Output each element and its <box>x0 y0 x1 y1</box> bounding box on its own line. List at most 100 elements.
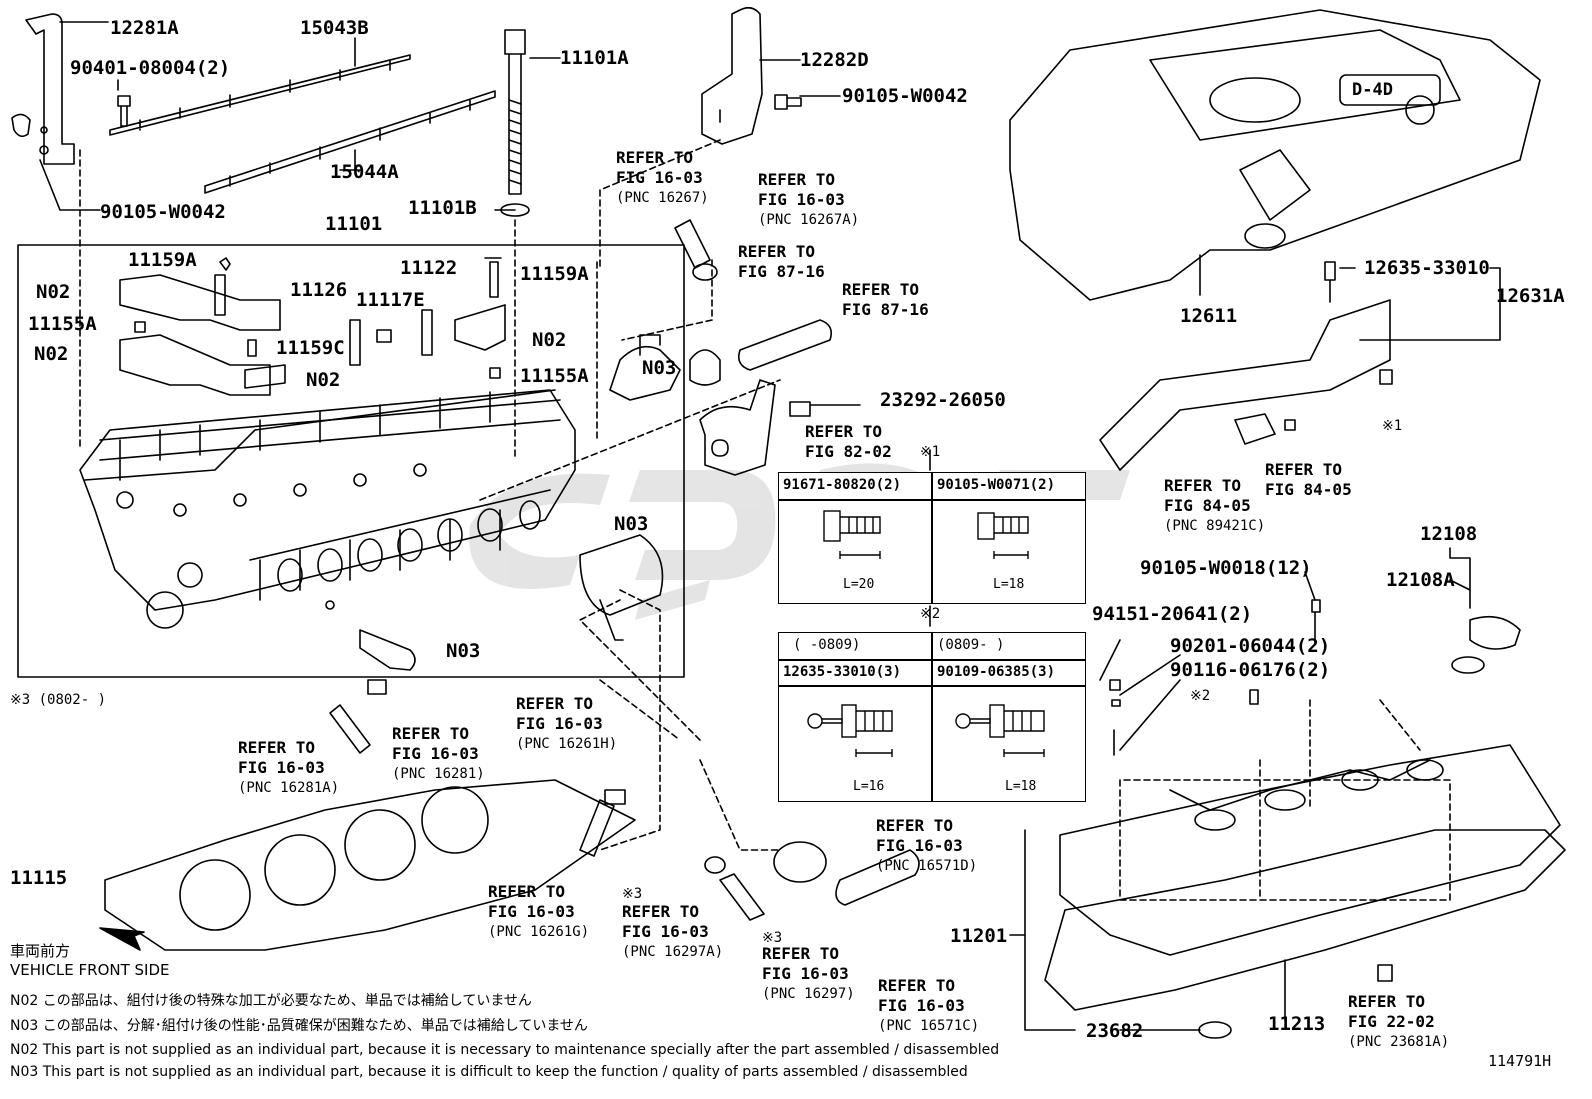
valve-cover-11201 <box>1059 744 1561 956</box>
label-15043B: 15043B <box>300 17 369 39</box>
label-90105-W0042-b: 90105-W0042 <box>100 201 226 223</box>
label-90105-W0042-a: 90105-W0042 <box>842 85 968 107</box>
harness-15043b <box>109 54 411 136</box>
bolt-icon-90105 <box>977 512 1029 559</box>
table2-date-1: ( -0809) <box>793 637 861 653</box>
table1-header-1: 91671-80820(2) <box>783 477 902 493</box>
label-23292-26050: 23292-26050 <box>880 389 1006 411</box>
label-90201-06044: 90201-06044(2) <box>1170 635 1331 657</box>
head-gasket <box>104 779 636 951</box>
fitting-n03-small <box>359 629 416 671</box>
label-11122: 11122 <box>400 257 458 279</box>
valve-cover-gasket <box>1044 829 1566 1011</box>
label-11101A: 11101A <box>560 47 629 69</box>
cover-logo-text: D-4D <box>1352 80 1393 100</box>
label-11201: 11201 <box>950 925 1008 947</box>
bracket-12281a <box>11 13 75 165</box>
note-n03-en: N03 This part is not supplied as an indi… <box>10 1064 968 1080</box>
label-11213: 11213 <box>1268 1013 1326 1035</box>
label-11101B: 11101B <box>408 197 477 219</box>
note-n02-jp: N02 この部品は、組付け後の特殊な加工が必要なため、単品では補給していません <box>10 993 532 1009</box>
cylinder-head-box <box>17 244 685 678</box>
mark-x3-a: ※3 <box>622 886 643 902</box>
label-11159C: 11159C <box>276 337 345 359</box>
table1-header-2: 90105-W0071(2) <box>937 477 1056 493</box>
table2-date-2: (0809- ) <box>937 637 1005 653</box>
bolt-table-1: 91671-80820(2) 90105-W0071(2) L=20 L=18 <box>778 472 1086 604</box>
label-11115: 11115 <box>10 867 68 889</box>
label-94151-20641: 94151-20641(2) <box>1092 603 1253 625</box>
label-N02-a: N02 <box>36 281 71 303</box>
label-N02-c: N02 <box>34 343 69 365</box>
mark-x2-top: ※2 <box>920 606 941 622</box>
hose-87-16 <box>737 319 833 371</box>
engine-cover-12611 <box>1009 9 1541 301</box>
front-side-en: VEHICLE FRONT SIDE <box>10 961 170 979</box>
label-11126: 11126 <box>290 279 348 301</box>
label-N03-b: N03 <box>614 513 649 535</box>
figure-id: 114791H <box>1488 1052 1552 1070</box>
hose-clamp <box>773 841 827 883</box>
label-11159A-b: 11159A <box>520 263 589 285</box>
fitting-n03-upper <box>609 334 681 401</box>
cam-cap-lower <box>119 334 271 396</box>
mark-x1-top: ※1 <box>920 444 941 460</box>
fitting-n03-large <box>579 534 664 641</box>
bracket-12631a <box>1099 299 1391 471</box>
label-12282D: 12282D <box>800 49 869 71</box>
label-90116-06176: 90116-06176(2) <box>1170 659 1331 681</box>
table2-header-1: 12635-33010(3) <box>783 664 902 680</box>
oil-filler-cap <box>1469 615 1521 650</box>
table2-length-1: L=16 <box>853 779 885 794</box>
label-N03-c: N03 <box>446 640 481 662</box>
table1-length-2: L=18 <box>993 577 1025 592</box>
table1-length-1: L=20 <box>843 577 875 592</box>
label-12611: 12611 <box>1180 305 1238 327</box>
label-12635-33010: 12635-33010 <box>1364 257 1490 279</box>
mark-x3-date: ※3 (0802- ) <box>10 692 107 708</box>
bracket-12282d <box>701 6 763 145</box>
label-11159A-a: 11159A <box>128 249 197 271</box>
mark-x3-b: ※3 <box>762 930 783 946</box>
label-15044A: 15044A <box>330 161 399 183</box>
label-N03-a: N03 <box>642 357 677 379</box>
note-n03-jp: N03 この部品は、分解･組付け後の性能･品質確保が困難なため、単品では補給して… <box>10 1018 588 1034</box>
label-11117E: 11117E <box>356 289 425 311</box>
label-90401-08004: 90401-08004(2) <box>70 57 231 79</box>
cylinder-head-body <box>79 389 576 629</box>
label-N02-b: N02 <box>532 329 567 351</box>
front-arrow-icon <box>99 927 145 951</box>
mark-x2-mid: ※2 <box>1190 688 1211 704</box>
stud-icon-90109 <box>955 704 1045 757</box>
label-90105-W0018: 90105-W0018(12) <box>1140 557 1312 579</box>
label-12281A: 12281A <box>110 17 179 39</box>
label-11155A-a: 11155A <box>28 313 97 335</box>
table2-length-2: L=18 <box>1005 779 1037 794</box>
label-N02-d: N02 <box>306 369 341 391</box>
front-side-jp: 車両前方 <box>10 942 71 960</box>
bolt-11101a <box>500 29 530 217</box>
mark-x1-right: ※1 <box>1382 418 1403 434</box>
stud-icon-12635 <box>807 704 893 757</box>
bracket-82-02 <box>699 379 776 476</box>
label-23682: 23682 <box>1086 1020 1144 1042</box>
label-11101: 11101 <box>325 213 383 235</box>
label-12108: 12108 <box>1420 523 1478 545</box>
bolt-table-2: ( -0809) (0809- ) 12635-33010(3) 90109-0… <box>778 632 1086 802</box>
